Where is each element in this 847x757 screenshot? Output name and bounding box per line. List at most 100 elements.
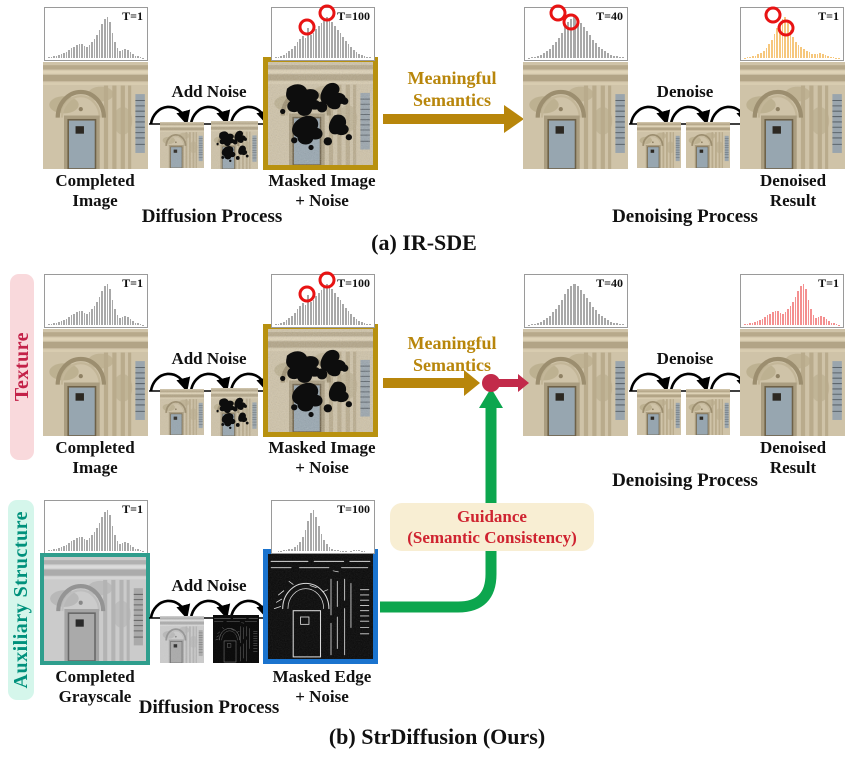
hist-bar [328,547,331,551]
hist-bar [567,289,570,325]
hist-bar [534,323,537,325]
histogram-t-label: T=1 [122,502,143,516]
hist-bar [119,544,121,551]
histogram-bars [48,284,144,325]
hist-bar [591,306,594,325]
hist-bar [277,323,280,325]
hist-bar [124,541,126,551]
hist-bar [50,323,53,325]
hist-bar [347,311,350,325]
hist-bar [784,17,786,58]
hist-bar [618,56,621,58]
hist-bar [126,49,129,58]
hist-bar [570,18,573,58]
sidebar-texture: Texture [10,274,34,460]
hist-bar [70,315,73,325]
hist-bar [336,29,339,58]
hist-bar [315,296,317,325]
histogram-b-structure-noised: T=100 [271,500,375,554]
hist-bar [757,54,760,58]
hist-bar [293,312,296,325]
histogram-bars [48,510,144,551]
hist-bar [96,35,98,58]
label-denoise-b: Denoise [656,349,714,368]
hist-bar [275,324,277,325]
hist-bar [76,537,78,551]
hist-bar [68,543,70,551]
hist-bar [121,317,124,325]
hist-bar [48,550,50,551]
hist-bar [60,54,63,58]
histogram-a-mid: T=40 [524,4,628,61]
hist-bar [615,56,618,58]
hist-bar [119,51,121,58]
hist-bar [291,315,293,325]
hist-bar [808,52,811,58]
hist-bar [109,21,111,58]
hist-bar [63,53,65,58]
hist-bar [96,302,98,325]
hist-bar [98,30,101,58]
histogram-bars [744,17,840,58]
hist-bar [291,548,293,551]
red-circle-annotation [298,285,316,303]
photo-noise-step2-a [211,121,258,169]
hist-bar [812,315,815,325]
hist-bar [328,286,331,325]
hist-bar [585,298,588,325]
hist-bar [78,310,81,325]
hist-bar [752,56,754,58]
hist-bar [347,44,350,58]
hist-bar [70,541,73,551]
hist-bar [334,549,336,551]
hist-bar [760,52,762,58]
hist-bar [134,55,137,58]
hist-bar [811,53,813,58]
hist-bar [96,528,98,551]
hist-bar [277,56,280,58]
hist-bar [549,315,552,325]
hist-bar [797,291,800,325]
hist-bar [558,304,561,325]
guidance-box: Guidance (Semantic Consistency) [390,503,594,551]
hist-bar [283,54,285,58]
hist-bar [817,317,820,325]
hist-bar [564,27,567,58]
hist-bar [744,324,746,325]
hist-bar [756,321,759,325]
hist-bar [369,57,371,58]
photo-completed-image-a [43,62,148,169]
hist-bar [832,57,835,58]
hist-bar [124,315,126,325]
hist-bar [772,311,774,325]
hist-bar [132,54,134,58]
hist-bar [126,542,129,551]
hist-bar [331,289,334,325]
hist-bar [50,549,53,551]
label-diffusion-process-b: Diffusion Process [138,697,280,718]
hist-bar [546,318,549,325]
hist-bar [83,538,86,551]
hist-bar [543,320,546,325]
hist-bar [600,316,603,325]
hist-bar [746,323,749,325]
hist-bar [615,323,618,325]
hist-bar [600,49,603,58]
histogram-bars [275,17,371,58]
hist-bar [369,324,371,325]
hist-bar [137,56,139,58]
hist-bar [88,311,91,325]
hist-bar [606,53,609,58]
hist-bar [773,34,776,58]
hist-bar [121,50,124,58]
histogram-t-label: T=1 [818,276,839,290]
hist-bar [363,56,366,58]
hist-bar [537,322,540,325]
hist-bar [307,520,309,551]
histogram-b-texture-result: T=1 [740,274,844,328]
hist-bar [299,39,301,58]
hist-bar [835,324,838,325]
hist-bar [336,550,339,551]
hist-bar [296,309,299,325]
hist-bar [585,31,588,58]
